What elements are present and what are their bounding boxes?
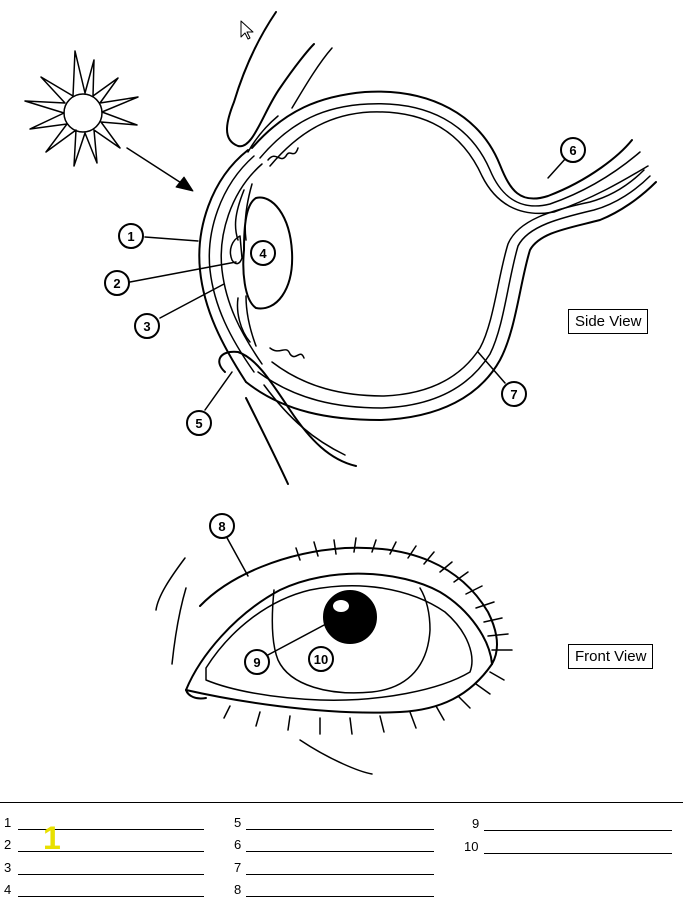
callout-7-label: 7 xyxy=(510,387,517,402)
blank-line xyxy=(246,896,434,897)
callout-1: 1 xyxy=(118,223,144,249)
answer-line-8[interactable]: 8 xyxy=(234,882,434,898)
callout-9-label: 9 xyxy=(253,655,260,670)
front-view-label: Front View xyxy=(568,644,654,669)
callout-6: 6 xyxy=(560,137,586,163)
callout-10-label: 10 xyxy=(314,652,328,667)
callout-4-label: 4 xyxy=(259,246,267,261)
answer-number: 8 xyxy=(234,882,242,897)
blank-line xyxy=(246,851,434,852)
callout-10: 10 xyxy=(308,646,334,672)
callout-2: 2 xyxy=(104,270,130,296)
answer-line-2[interactable]: 2 xyxy=(4,837,204,853)
blank-line xyxy=(484,853,672,854)
light-arrow xyxy=(126,147,190,189)
answer-number: 10 xyxy=(464,839,479,854)
front-view-eye xyxy=(155,535,513,775)
answer-line-1[interactable]: 1 xyxy=(4,815,204,831)
callout-7: 7 xyxy=(501,381,527,407)
answer-line-9[interactable]: 9 xyxy=(472,816,672,832)
callout-8: 8 xyxy=(209,513,235,539)
callout-3: 3 xyxy=(134,313,160,339)
blank-line xyxy=(484,830,672,831)
answer-line-6[interactable]: 6 xyxy=(234,837,434,853)
divider-line xyxy=(0,802,683,803)
answer-line-7[interactable]: 7 xyxy=(234,860,434,876)
yellow-overlay-mark: 1 xyxy=(43,820,61,856)
callout-4: 4 xyxy=(250,240,276,266)
callout-8-label: 8 xyxy=(218,519,225,534)
blank-line xyxy=(246,829,434,830)
blank-line xyxy=(18,896,204,897)
callout-3-label: 3 xyxy=(143,319,150,334)
callout-6-label: 6 xyxy=(569,143,576,158)
answer-line-3[interactable]: 3 xyxy=(4,860,204,876)
callout-2-label: 2 xyxy=(113,276,120,291)
blank-line xyxy=(246,874,434,875)
answer-line-4[interactable]: 4 xyxy=(4,882,204,898)
answer-number: 9 xyxy=(472,816,480,831)
side-view-label: Side View xyxy=(568,309,649,334)
callout-9: 9 xyxy=(244,649,270,675)
blank-line xyxy=(18,874,204,875)
answer-number: 6 xyxy=(234,837,242,852)
answer-line-5[interactable]: 5 xyxy=(234,815,434,831)
answer-number: 7 xyxy=(234,860,242,875)
answer-line-10[interactable]: 10 xyxy=(464,839,672,855)
answer-number: 3 xyxy=(4,860,12,875)
callout-5-label: 5 xyxy=(195,416,202,431)
eye-illustration: 1 2 3 4 5 6 7 8 9 10 xyxy=(24,11,657,775)
answer-number: 2 xyxy=(4,837,12,852)
blank-line xyxy=(18,829,204,830)
answer-number: 1 xyxy=(4,815,12,830)
answer-number: 5 xyxy=(234,815,242,830)
callout-5: 5 xyxy=(186,410,212,436)
sun-icon xyxy=(24,50,139,167)
cursor-arrow-icon xyxy=(240,20,254,40)
blank-line xyxy=(18,851,204,852)
callout-1-label: 1 xyxy=(127,229,134,244)
answer-number: 4 xyxy=(4,882,12,897)
light-arrow-head xyxy=(175,176,194,192)
side-view-eye xyxy=(129,11,657,485)
